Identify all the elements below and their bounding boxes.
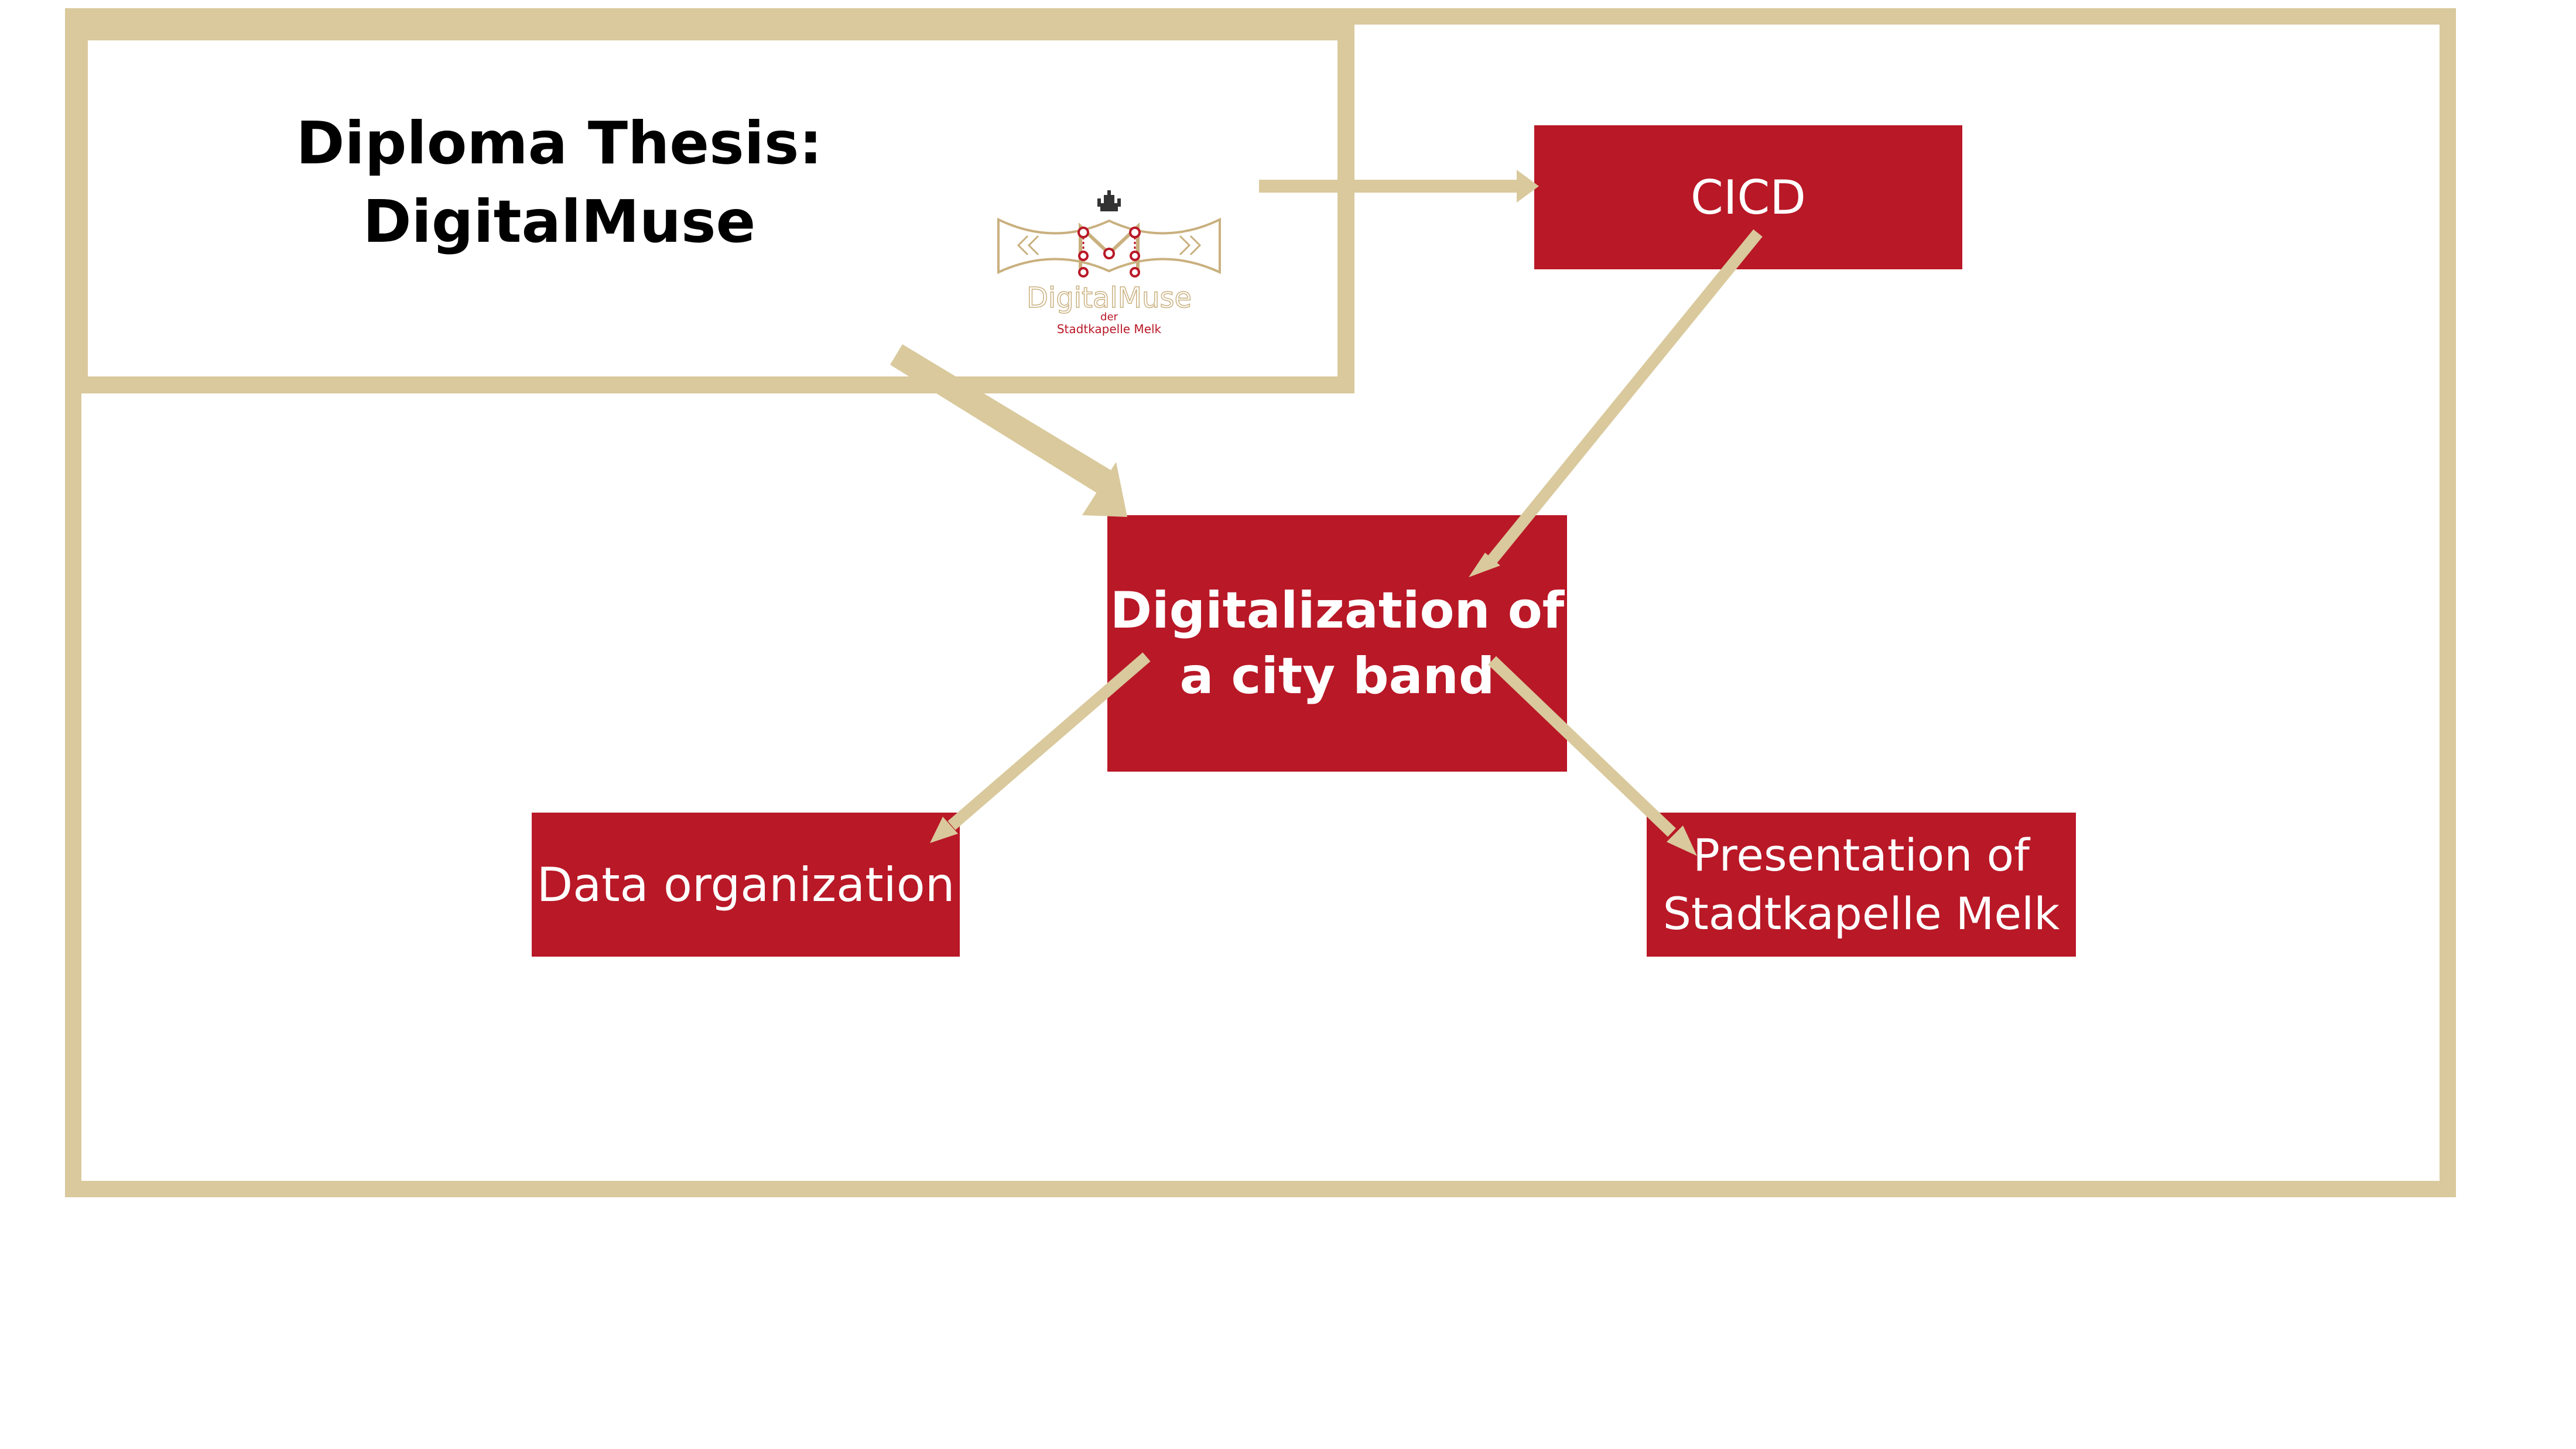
- edge-title-to-cicd-head: [1517, 170, 1539, 203]
- node-presentation-line1: Presentation of: [1693, 829, 2030, 881]
- thesis-title-line2: DigitalMuse: [362, 187, 756, 256]
- title-panel: [71, 23, 1354, 393]
- node-digitalization-line1: Digitalization of: [1110, 581, 1565, 640]
- thesis-title: Diploma Thesis: DigitalMuse: [258, 104, 861, 261]
- edge-title-to-center-head: [1082, 462, 1127, 517]
- node-data-organization-label: Data organization: [536, 857, 955, 912]
- edge-center-to-presentation: [1488, 656, 1676, 837]
- logo-sub-1: der: [1100, 311, 1118, 323]
- node-digitalization: Digitalization of a city band: [1107, 515, 1567, 772]
- edge-cicd-to-center-head: [1469, 553, 1500, 577]
- logo-sub-2: Stadtkapelle Melk: [1057, 322, 1162, 336]
- node-cicd-label: CICD: [1691, 170, 1806, 225]
- edge-cicd-to-center: [1486, 229, 1763, 566]
- logo-wordmark: DigitalMuse: [1027, 282, 1192, 314]
- edge-center-to-presentation-head: [1667, 825, 1697, 856]
- thesis-title-line1: Diploma Thesis:: [296, 109, 823, 177]
- node-presentation-line2: Stadtkapelle Melk: [1662, 888, 2060, 940]
- edge-title-to-center: [890, 344, 1111, 493]
- edge-center-to-data-head: [930, 817, 958, 843]
- digitalmuse-logo-icon: DigitalMuse der Stadtkapelle Melk: [997, 190, 1221, 336]
- node-presentation: Presentation of Stadtkapelle Melk: [1647, 813, 2076, 957]
- node-digitalization-line2: a city band: [1179, 647, 1495, 705]
- edge-center-to-data: [947, 652, 1151, 830]
- node-data-organization: Data organization: [532, 813, 960, 957]
